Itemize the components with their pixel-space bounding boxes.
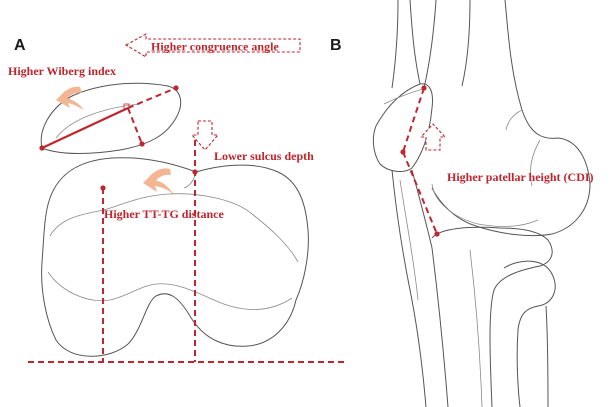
congruence-angle-label: Higher congruence angle xyxy=(151,40,279,54)
sulcus-depth-arrow-icon xyxy=(190,120,220,151)
tibia-lateral xyxy=(431,226,553,407)
wiberg-index-lines xyxy=(39,85,179,151)
tt-tg-lines xyxy=(28,140,344,363)
congruence-arrow-icon xyxy=(124,33,301,58)
femur-axial xyxy=(41,157,309,357)
femur-lateral xyxy=(423,0,591,237)
panel-a: A Higher congruence angle Higher Wiberg … xyxy=(8,33,344,363)
rotation-arrow-icon xyxy=(56,86,84,110)
wiberg-index-label: Higher Wiberg index xyxy=(8,64,116,78)
sulcus-depth-label: Lower sulcus depth xyxy=(214,149,314,163)
panel-a-label: A xyxy=(14,37,26,54)
fibula-head xyxy=(503,260,556,407)
patellar-height-label: Higher patellar height (CDI) xyxy=(447,170,594,184)
panel-b-label: B xyxy=(330,37,342,54)
cdi-lines xyxy=(400,85,440,237)
patellar-height-arrow-icon xyxy=(419,123,447,151)
rotation-arrow-icon xyxy=(143,168,174,195)
patellar-tendon xyxy=(391,169,433,407)
panel-b: B xyxy=(330,0,594,407)
tt-tg-label: Higher TT-TG distance xyxy=(104,207,224,221)
